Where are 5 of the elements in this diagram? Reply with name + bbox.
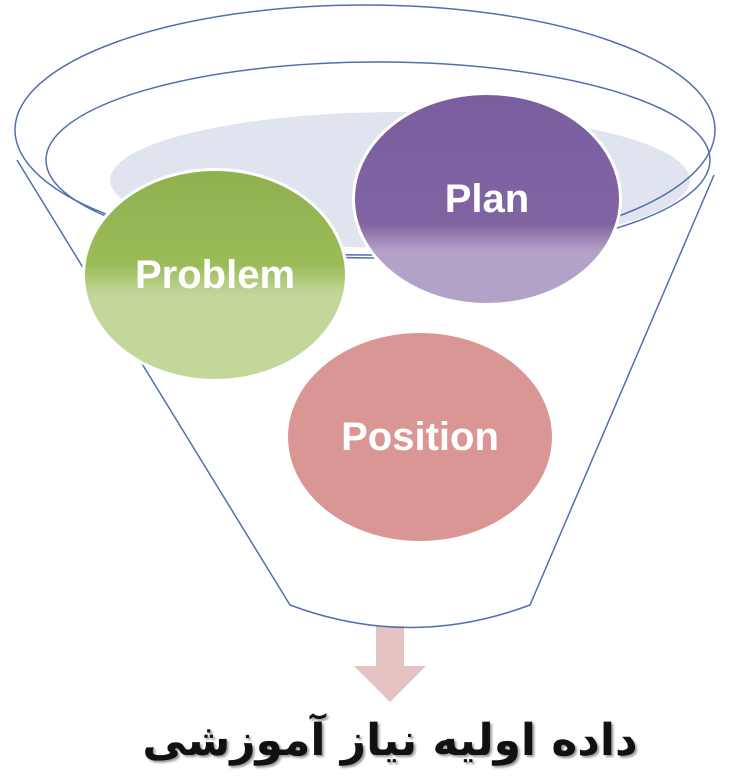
ellipse-label: Position [341,414,499,460]
ellipse-label: Plan [444,176,530,222]
ellipse-label: Problem [134,252,296,298]
output-text: داده اولیه نیاز آموزشی [142,714,638,766]
arrow [354,626,426,702]
